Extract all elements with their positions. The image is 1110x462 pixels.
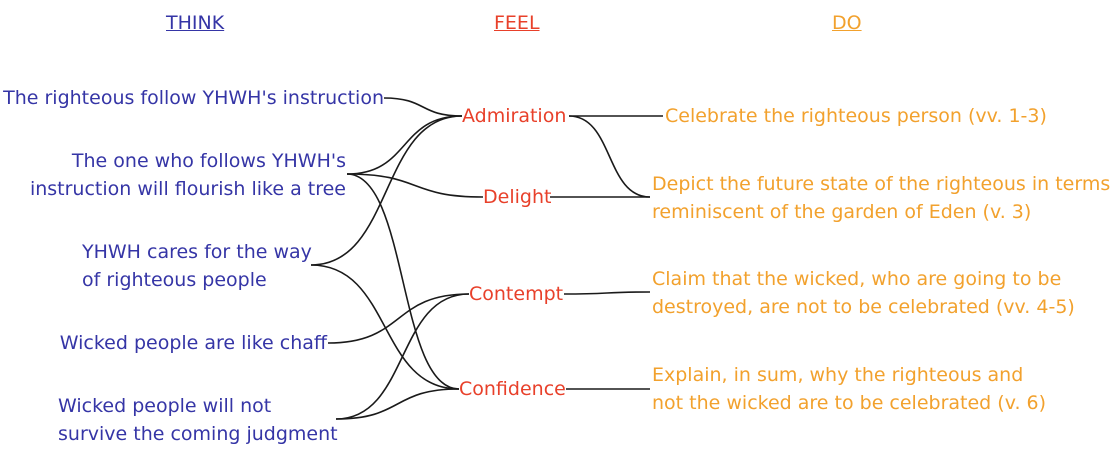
do-text-line: not the wicked are to be celebrated (v. …	[652, 392, 1047, 414]
think-node: YHWH cares for the way of righteous peop…	[82, 238, 312, 294]
think-text-line: The righteous follow YHWH's instruction	[3, 87, 384, 109]
connector-t2-f2	[346, 173, 484, 198]
do-text-line: destroyed, are not to be celebrated (vv.…	[652, 296, 1075, 318]
connector-t3-f4	[310, 264, 460, 390]
think-text-line: The one who follows YHWH's	[71, 150, 346, 172]
do-node: Claim that the wicked, who are going to …	[652, 265, 1075, 321]
feel-node-admiration: Admiration	[462, 105, 567, 127]
connector-t2-f4	[346, 173, 460, 390]
connector-t3-f1	[310, 115, 463, 266]
think-text-line: of righteous people	[82, 269, 267, 291]
think-node: The one who follows YHWH's instruction w…	[30, 147, 346, 203]
feel-node-confidence: Confidence	[459, 378, 566, 400]
connector-t5-f4	[335, 388, 460, 420]
think-text-line: survive the coming judgment	[58, 423, 338, 445]
connector-f3-d3	[563, 291, 651, 295]
think-node: Wicked people will not survive the comin…	[58, 392, 338, 448]
think-text-line: YHWH cares for the way	[82, 241, 312, 263]
do-node: Celebrate the righteous person (vv. 1-3)	[665, 102, 1047, 130]
do-text-line: reminiscent of the garden of Eden (v. 3)	[652, 201, 1032, 223]
feel-node-contempt: Contempt	[469, 283, 564, 305]
do-text-line: Claim that the wicked, who are going to …	[652, 268, 1062, 290]
do-text-line: Celebrate the righteous person (vv. 1-3)	[665, 105, 1047, 127]
think-text-line: Wicked people are like chaff	[59, 332, 327, 354]
connector-f1-d2	[568, 115, 651, 198]
think-text-line: Wicked people will not	[58, 395, 272, 417]
do-text-line: Depict the future state of the righteous…	[652, 173, 1110, 195]
think-node: Wicked people are like chaff	[60, 329, 327, 357]
feel-node-delight: Delight	[483, 186, 552, 208]
do-text-line: Explain, in sum, why the righteous and	[652, 364, 1024, 386]
connector-t2-f1	[346, 115, 463, 175]
do-node: Explain, in sum, why the righteous and n…	[652, 361, 1046, 417]
think-node: The righteous follow YHWH's instruction	[3, 84, 384, 112]
header-think: THINK	[166, 12, 225, 34]
header-feel: FEEL	[494, 12, 540, 34]
connector-t4-f3	[327, 293, 470, 344]
do-node: Depict the future state of the righteous…	[652, 170, 1110, 226]
think-text-line: instruction will flourish like a tree	[29, 178, 346, 200]
header-do: DO	[832, 12, 862, 34]
connector-t5-f3	[335, 293, 470, 420]
connector-t1-f1	[383, 97, 463, 117]
